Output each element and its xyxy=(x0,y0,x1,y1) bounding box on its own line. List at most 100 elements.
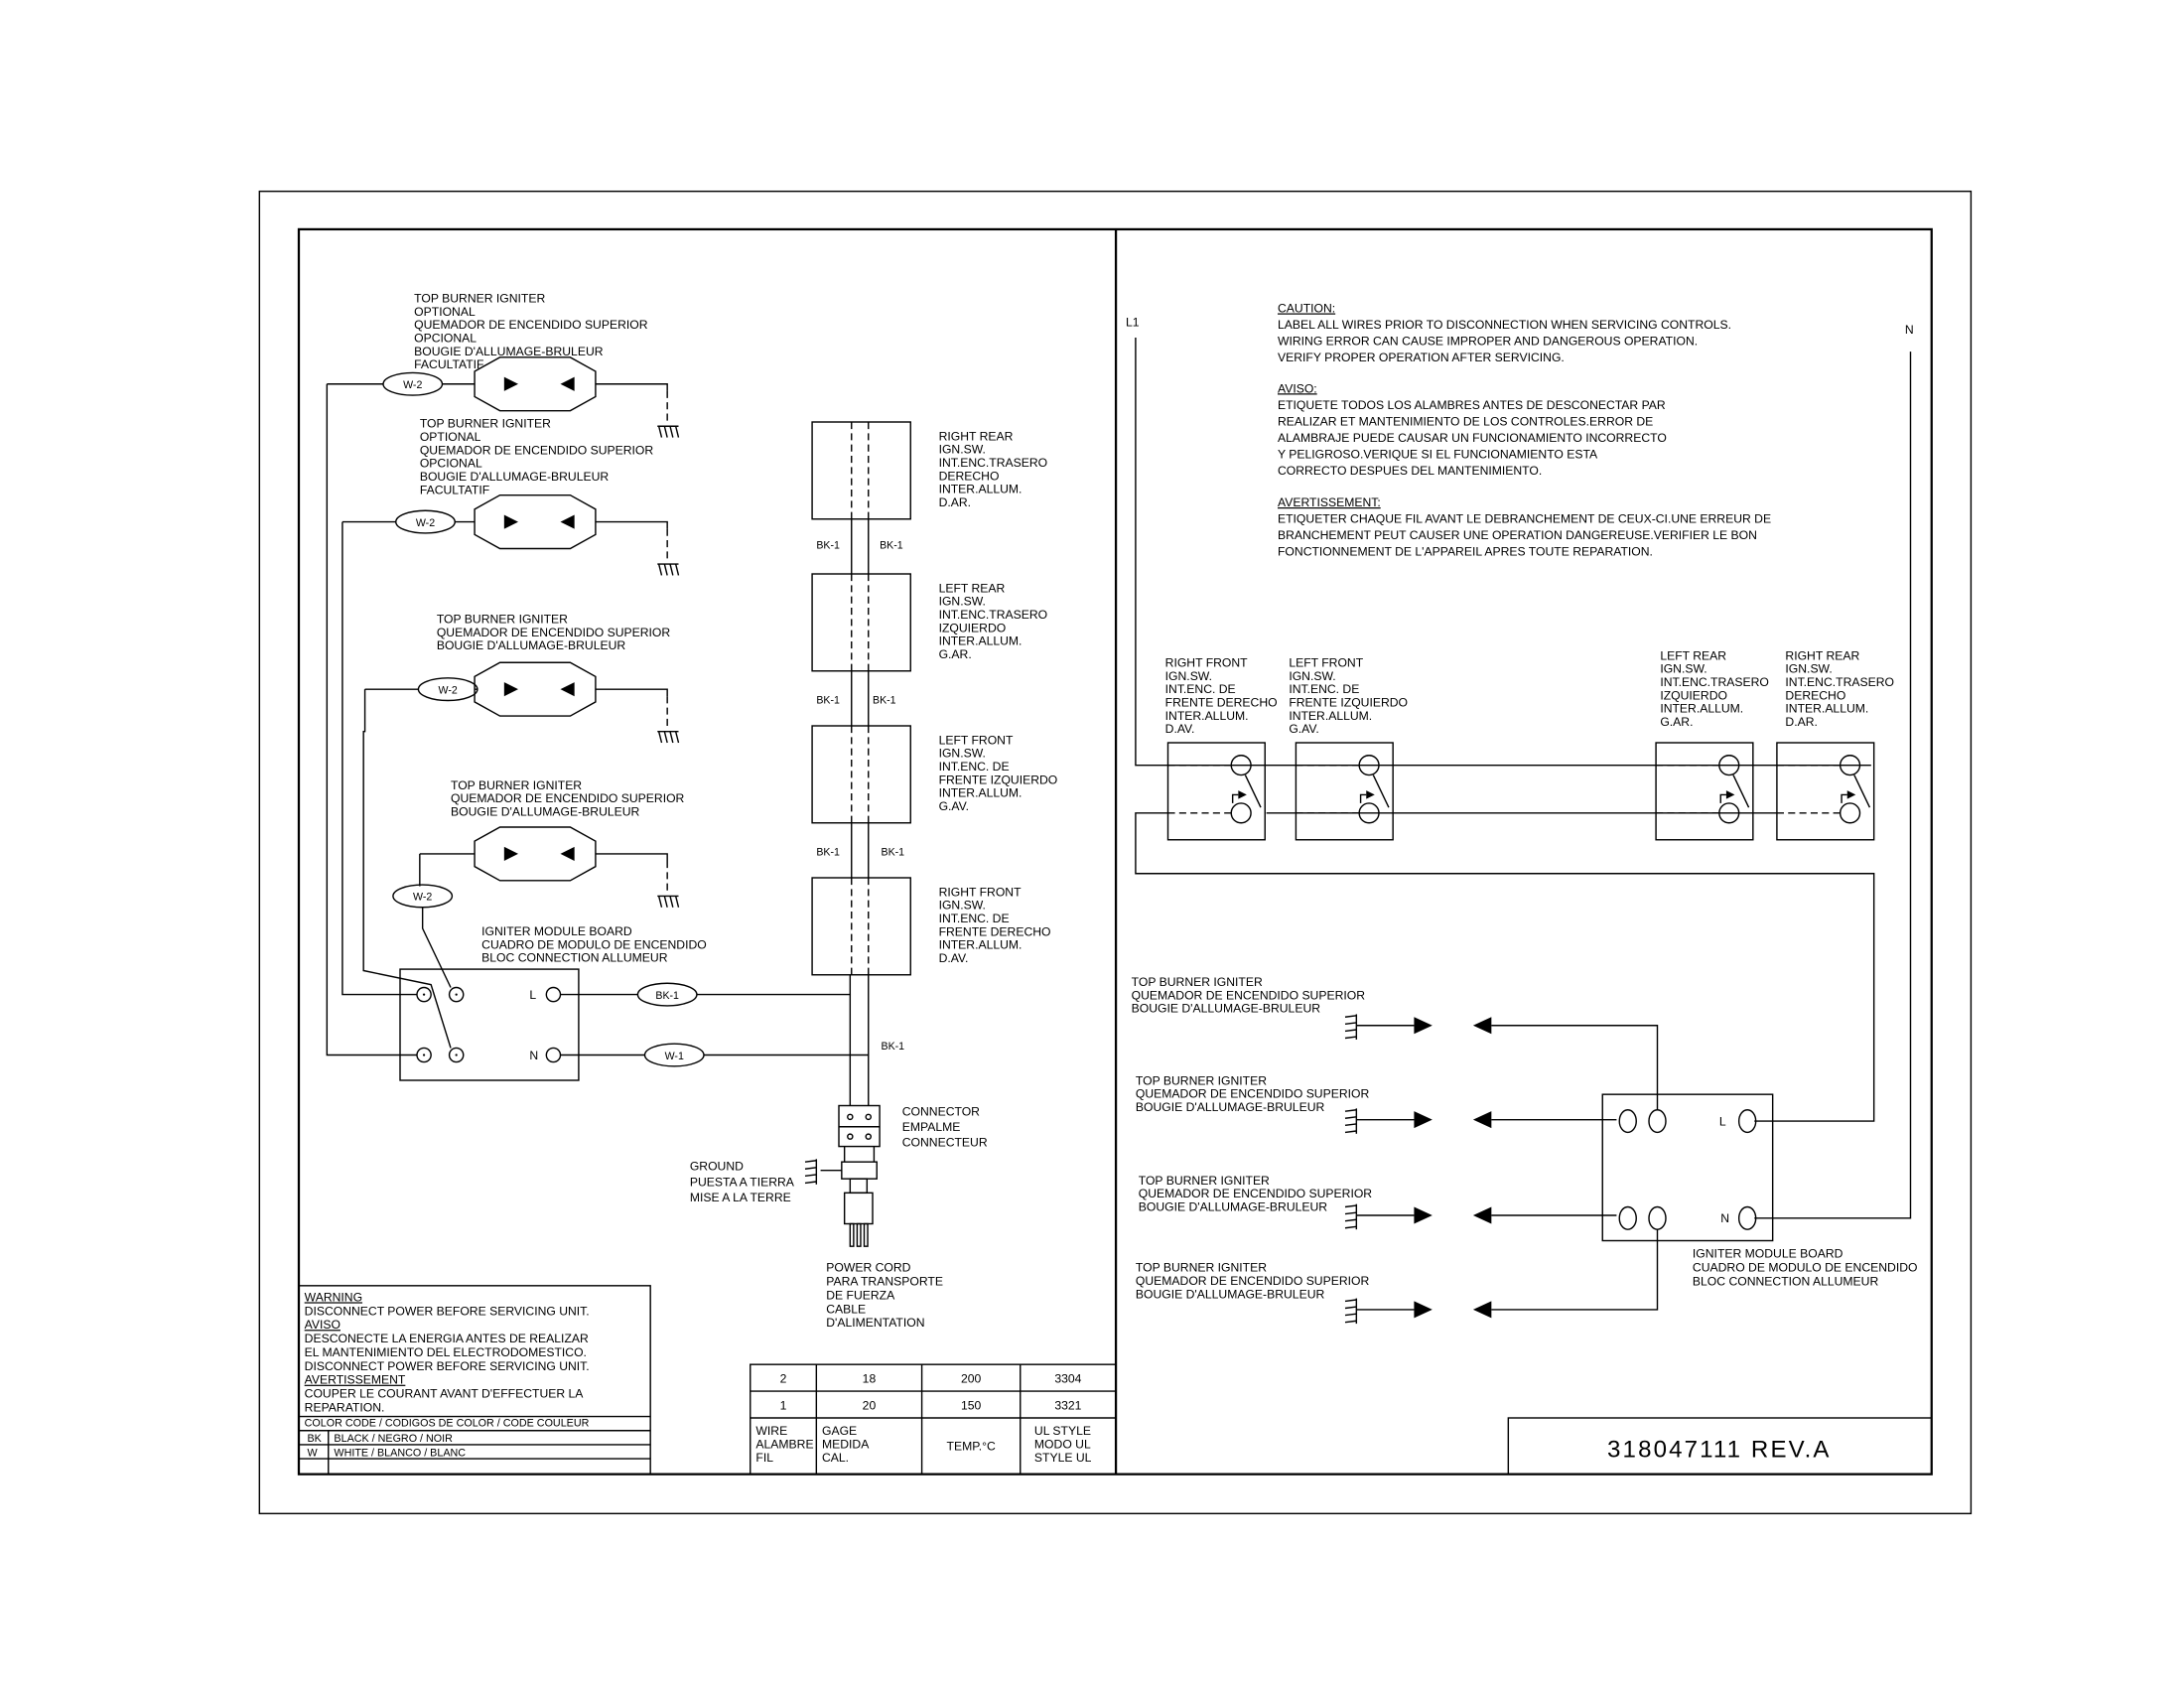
switch-label-line: IGN.SW. xyxy=(939,747,986,761)
igniter-label-line: TOP BURNER IGNITER xyxy=(1136,1073,1267,1087)
wire-tag-oval xyxy=(382,371,444,396)
igniter-label-line: TOP BURNER IGNITER xyxy=(1139,1174,1270,1188)
igniter-label-line: BOUGIE D'ALLUMAGE-BRULEUR xyxy=(1139,1199,1328,1213)
switch-terminal xyxy=(1718,755,1740,776)
wire-table-cell: 3304 xyxy=(1054,1372,1081,1386)
wire xyxy=(595,688,668,697)
electrode-arrow-icon xyxy=(1414,1111,1433,1129)
electrode-arrow-icon xyxy=(560,682,575,697)
switch-flag-icon xyxy=(1846,790,1856,799)
module-board-label-line: CUADRO DE MODULO DE ENCENDIDO xyxy=(1693,1260,1918,1274)
terminal-dot xyxy=(422,993,426,996)
module-board-label-line: BLOC CONNECTION ALLUMEUR xyxy=(1693,1274,1879,1288)
ground-label-line: GROUND xyxy=(690,1160,744,1174)
ignition-switch xyxy=(1295,742,1394,841)
power-cord-label-line: DE FUERZA xyxy=(826,1288,895,1302)
igniter-label-line: QUEMADOR DE ENCENDIDO SUPERIOR xyxy=(1139,1187,1373,1200)
terminal xyxy=(1648,1109,1667,1134)
switch-label-line: G.AR. xyxy=(1660,715,1693,729)
switch-flag-icon xyxy=(1238,790,1247,799)
ground-tick xyxy=(1344,1116,1357,1119)
wire xyxy=(704,1054,870,1106)
neutral-wire xyxy=(1754,352,1912,1219)
switch-label-line: IGN.SW. xyxy=(1289,669,1335,683)
ground-tick xyxy=(1344,1306,1357,1310)
terminal xyxy=(1618,1205,1637,1230)
switch-label-line: IZQUIERDO xyxy=(939,621,1007,634)
igniter-symbol xyxy=(474,356,597,412)
power-cord-label-line: D'ALIMENTATION xyxy=(826,1316,924,1330)
igniter-label-line: FACULTATIF xyxy=(420,483,489,496)
avertissement-line: ETIQUETER CHAQUE FIL AVANT LE DEBRANCHEM… xyxy=(1278,512,1771,526)
ground-tick xyxy=(669,563,674,576)
switch-label-line: INT.ENC.TRASERO xyxy=(1660,675,1769,689)
switch-label-line: INT.ENC. DE xyxy=(1289,682,1359,696)
switch-label-line: D.AR. xyxy=(939,495,971,509)
ground-tick xyxy=(663,426,668,438)
electrode-arrow-icon xyxy=(503,514,518,529)
connector-pin xyxy=(847,1133,854,1140)
terminal xyxy=(1618,1109,1637,1134)
warning-line: AVISO xyxy=(305,1318,341,1332)
switch-label-line: G.AV. xyxy=(1289,722,1318,736)
switch-label-line: INTER.ALLUM. xyxy=(939,786,1023,800)
igniter-label-line: BOUGIE D'ALLUMAGE-BRULEUR xyxy=(420,470,610,484)
wire-label: BK-1 xyxy=(882,1041,905,1053)
ground-tick xyxy=(1344,1225,1357,1229)
wire xyxy=(362,689,452,1049)
outer-border xyxy=(258,190,1973,1515)
switch-label-line: INT.ENC. DE xyxy=(1165,682,1236,696)
warning-line: DESCONECTE LA ENERGIA ANTES DE REALIZAR xyxy=(305,1332,589,1345)
igniter-label-line: QUEMADOR DE ENCENDIDO SUPERIOR xyxy=(1136,1274,1370,1288)
power-cord-label-line: PARA TRANSPORTE xyxy=(826,1275,943,1289)
ground-icon xyxy=(657,563,680,576)
wire xyxy=(421,907,452,988)
ground-tick xyxy=(1344,1218,1357,1222)
wire-tag-label: W-2 xyxy=(416,517,435,529)
igniter-label-line: OPCIONAL xyxy=(414,332,477,346)
ground-tick xyxy=(663,563,668,576)
igniter-label-line: TOP BURNER IGNITER xyxy=(1132,975,1263,989)
electrode-arrow-icon xyxy=(1472,1206,1492,1224)
ground-tick xyxy=(1344,1130,1357,1134)
igniter-label-line: BOUGIE D'ALLUMAGE-BRULEUR xyxy=(1136,1100,1325,1114)
switch-label-line: RIGHT REAR xyxy=(939,429,1014,443)
plug-prong xyxy=(849,1222,855,1247)
terminal xyxy=(448,1047,465,1063)
ground-tick xyxy=(1344,1320,1357,1324)
switch-flag xyxy=(1231,793,1239,803)
ground-tick xyxy=(1344,1211,1357,1215)
switch-label-line: IGN.SW. xyxy=(939,595,986,609)
ground-tick xyxy=(669,426,674,438)
igniter-symbol xyxy=(474,493,597,550)
plug-prong xyxy=(856,1222,862,1247)
ground-icon xyxy=(657,895,680,908)
l1-label: L1 xyxy=(1126,316,1140,330)
terminal-n-label: N xyxy=(529,1049,538,1062)
warning-line: WARNING xyxy=(305,1290,362,1304)
wire-label: BK-1 xyxy=(816,846,840,858)
terminal-l-label: L xyxy=(529,988,536,1002)
switch-flag xyxy=(1841,793,1847,803)
switch-terminal xyxy=(1230,802,1252,824)
wire-table-cell: 2 xyxy=(780,1372,787,1386)
electrode-arrow-icon xyxy=(1472,1111,1492,1129)
electrode-arrow-icon xyxy=(1414,1017,1433,1035)
igniter-housing xyxy=(474,826,597,882)
ground-tick xyxy=(804,1160,817,1163)
switch-label-line: IGN.SW. xyxy=(939,443,986,457)
wire-table-frame xyxy=(750,1363,1117,1476)
ground-tick xyxy=(1344,1123,1357,1127)
igniter-housing xyxy=(474,356,597,412)
igniter-label-line: TOP BURNER IGNITER xyxy=(451,778,582,792)
wire xyxy=(341,521,418,996)
terminal xyxy=(448,986,465,1003)
wire-tag-oval xyxy=(417,677,478,702)
switch-blade xyxy=(1372,774,1390,808)
